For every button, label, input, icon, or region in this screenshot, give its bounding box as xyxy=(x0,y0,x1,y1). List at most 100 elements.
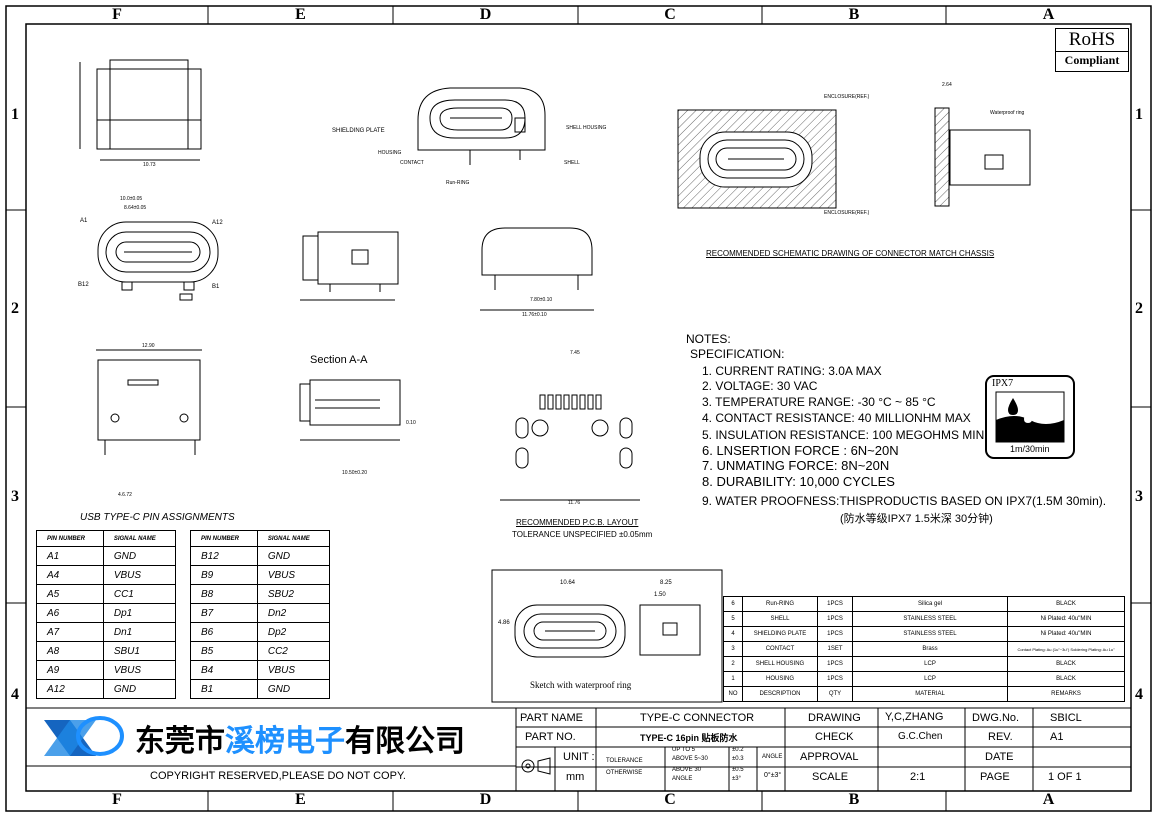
bom-material: LCP xyxy=(852,671,1008,687)
rohs-title: RoHS xyxy=(1068,29,1116,50)
label-contact: CONTACT xyxy=(400,160,424,166)
bom-qty: 1SET xyxy=(817,641,853,657)
label-housing: HOUSING xyxy=(378,150,402,156)
pin-signal: VBUS xyxy=(102,565,177,585)
part-no: TYPE-C 16pin 贴板防水 xyxy=(640,733,738,743)
bom-desc: SHIELDING PLATE xyxy=(742,626,818,642)
dim-8: 11.76 xyxy=(568,500,581,506)
chassis-caption: RECOMMENDED SCHEMATIC DRAWING OF CONNECT… xyxy=(706,249,995,258)
note-1: 1. CURRENT RATING: 3.0A MAX xyxy=(702,364,882,378)
bom-material: STAINLESS STEEL xyxy=(852,626,1008,642)
ipx-title: IPX7 xyxy=(992,378,1014,389)
rev-value: A1 xyxy=(1050,731,1064,743)
bom-qty: 1PCS xyxy=(817,656,853,672)
bottom-view xyxy=(96,349,202,455)
company-logo xyxy=(44,716,124,756)
zone-c-bottom: C xyxy=(664,791,676,808)
zone-f-bottom: F xyxy=(112,791,122,808)
dim-14: 4.86 xyxy=(498,620,510,626)
bom-material: Silica gel xyxy=(852,596,1008,612)
pin-signal: Dn1 xyxy=(102,622,177,642)
unit-label: UNIT : xyxy=(563,751,595,763)
front-view-top xyxy=(79,59,202,161)
row-4-right: 4 xyxy=(1135,686,1143,703)
dim-10: 7.80±0.10 xyxy=(530,297,553,303)
pin-number: A12 xyxy=(36,679,104,699)
tol-r3-value: ±0.5 xyxy=(732,767,744,773)
sketch-view xyxy=(514,604,701,658)
zone-a-bottom: A xyxy=(1042,791,1055,808)
page-value: 1 OF 1 xyxy=(1048,771,1082,783)
bom-remarks: BLACK xyxy=(1007,596,1125,612)
bom-no: 2 xyxy=(723,656,743,672)
side-view xyxy=(300,231,399,301)
zone-e-top: E xyxy=(295,6,306,23)
pin-label-b1: B1 xyxy=(212,284,220,290)
ipx7-badge xyxy=(985,375,1075,459)
dim-5: 8.64±0.05 xyxy=(124,205,147,211)
bom-qty: 1PCS xyxy=(817,671,853,687)
pin-number: B6 xyxy=(190,622,258,642)
pin-signal: Dp2 xyxy=(256,622,331,642)
otherwise-label: OTHERWISE xyxy=(606,770,643,776)
tolerance-label: TOLERANCE xyxy=(606,758,643,764)
pin-signal: CC1 xyxy=(102,584,177,604)
drawing-label: DRAWING xyxy=(808,712,861,724)
dim-13: 1.50 xyxy=(654,592,666,598)
pin-signal: VBUS xyxy=(256,660,331,680)
dim-11: 10.64 xyxy=(560,580,576,586)
company-prefix: 东莞市 xyxy=(135,724,225,759)
pin-label-a12: A12 xyxy=(212,220,223,226)
pin-number: B12 xyxy=(190,546,258,566)
isometric-view xyxy=(417,87,546,165)
bom-desc: SHELL HOUSING xyxy=(742,656,818,672)
bom-remarks: Contact Plating: Au (1u"~3u") Soldering … xyxy=(1007,641,1125,657)
dim-12: 8.25 xyxy=(660,580,672,586)
note-ipx: (防水等级IPX7 1.5米深 30分钟) xyxy=(840,513,993,525)
pin-number: B5 xyxy=(190,641,258,661)
tol-r4: ANGLE xyxy=(672,776,693,782)
sketch-box xyxy=(491,569,723,703)
title-block-lines xyxy=(26,707,1131,791)
unit-value: mm xyxy=(566,771,585,783)
pin-number: A5 xyxy=(36,584,104,604)
ipx-caption: 1m/30min xyxy=(1010,444,1050,454)
notes-heading: NOTES: xyxy=(686,332,731,346)
label-enclosure-bottom: ENCLOSURE(REF.) xyxy=(824,210,870,216)
pin-header-signal: SIGNAL NAME xyxy=(102,530,177,547)
pin-number: B4 xyxy=(190,660,258,680)
bom-material: LCP xyxy=(852,656,1008,672)
dim-7: 7.45 xyxy=(570,350,580,356)
row-1-left: 1 xyxy=(11,106,19,123)
pin-signal: GND xyxy=(102,679,177,699)
pin-number: B1 xyxy=(190,679,258,699)
pin-signal: CC2 xyxy=(256,641,331,661)
label-waterproof-ring: Waterproof ring xyxy=(990,110,1025,116)
pin-number: B8 xyxy=(190,584,258,604)
note-7: 7. UNMATING FORCE: 8N~20N xyxy=(702,458,890,473)
zone-a-top: A xyxy=(1042,6,1055,23)
rohs-badge: RoHS Compliant xyxy=(1055,28,1129,72)
label-shell-housing: SHELL HOUSING xyxy=(566,125,607,131)
dim-19: 0.10 xyxy=(406,420,416,426)
section-label: Section A-A xyxy=(310,354,368,366)
bom-desc: SHELL xyxy=(742,611,818,627)
zone-c-top: C xyxy=(664,6,676,23)
tol-r1-value: ±0.2 xyxy=(732,747,744,753)
tol-r2-value: ±0.3 xyxy=(732,756,744,762)
bom-no: 4 xyxy=(723,626,743,642)
pin-header-signal: SIGNAL NAME xyxy=(256,530,331,547)
chassis-view xyxy=(677,107,1031,209)
zone-d-bottom: D xyxy=(479,791,492,808)
dwg-value: SBICL xyxy=(1050,712,1082,724)
tol-r1: UP TO 5 xyxy=(672,747,696,753)
rev-label: REV. xyxy=(988,731,1013,743)
scale-label: SCALE xyxy=(812,771,849,783)
dim-18: 10.50±0.20 xyxy=(342,470,367,476)
note-2: 2. VOLTAGE: 30 VAC xyxy=(702,379,818,393)
bom-remarks: Ni Plated: 40u"MIN xyxy=(1007,611,1125,627)
zone-e-bottom: E xyxy=(295,791,306,808)
